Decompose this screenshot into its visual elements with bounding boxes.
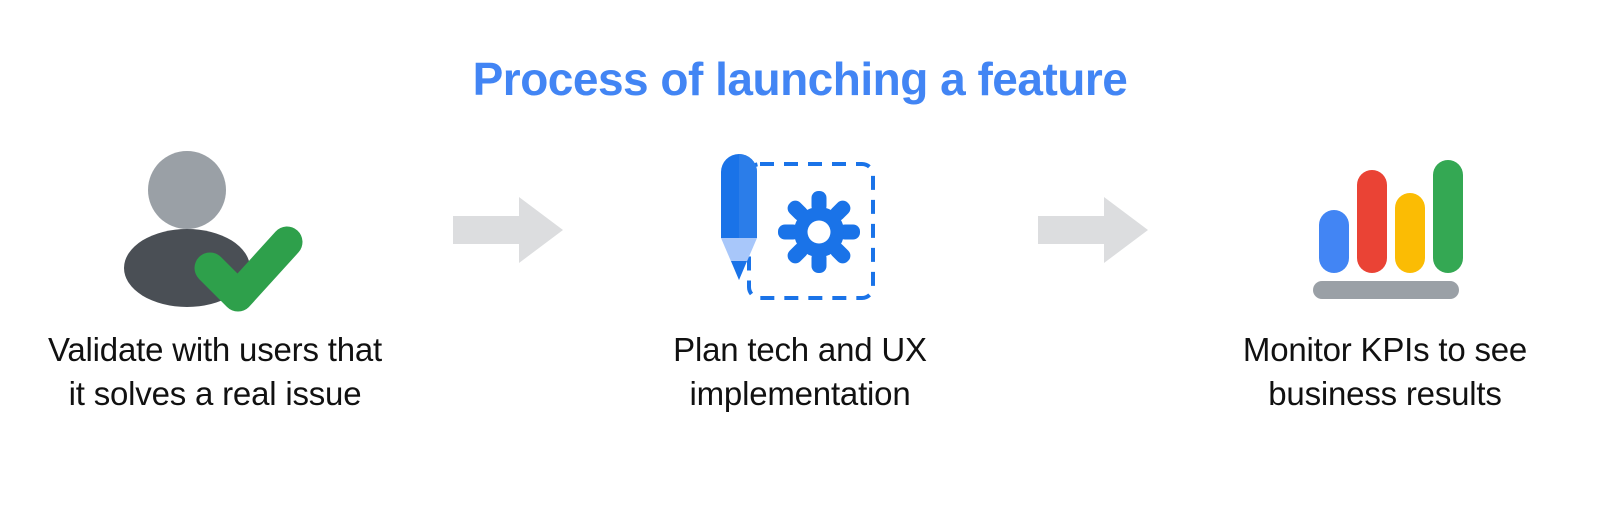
gear-center-hole-shape — [807, 220, 831, 244]
step-plan-icon-wrap — [585, 140, 1015, 320]
pencil-tip-shape — [721, 238, 757, 280]
chart-bar-2 — [1357, 170, 1387, 273]
person-head-shape — [148, 151, 226, 229]
bar-chart-icon — [1313, 160, 1463, 299]
step-plan: Plan tech and UX implementation — [585, 140, 1015, 415]
arrow-2-cell — [1015, 140, 1170, 320]
chart-bar-4 — [1433, 160, 1463, 273]
page-title: Process of launching a feature — [472, 53, 1128, 105]
step-monitor-caption: Monitor KPIs to see business results — [1242, 331, 1528, 412]
right-arrow-icon — [1037, 197, 1148, 263]
chart-baseline — [1313, 281, 1459, 299]
arrow-shape — [1037, 197, 1148, 263]
step-plan-caption: Plan tech and UX implementation — [673, 331, 927, 412]
checkmark-icon — [194, 226, 303, 312]
step-monitor-icon-wrap — [1170, 140, 1600, 320]
gear-icon — [778, 191, 860, 273]
right-arrow-icon — [452, 197, 563, 263]
step-monitor: Monitor KPIs to see business results — [1170, 140, 1600, 415]
pencil-body-highlight-shape — [739, 154, 757, 238]
dashed-frame-shape — [747, 162, 875, 300]
chart-bar-1 — [1319, 210, 1349, 273]
pencil-and-gear-in-dashed-frame-icon — [721, 154, 875, 300]
arrow-shape — [452, 197, 563, 263]
person-with-checkmark-icon — [124, 151, 303, 312]
chart-bar-3 — [1395, 193, 1425, 273]
step-validate-caption: Validate with users that it solves a rea… — [48, 331, 382, 412]
step-validate: Validate with users that it solves a rea… — [0, 140, 430, 415]
step-validate-icon-wrap — [0, 140, 430, 320]
process-steps-row: Validate with users that it solves a rea… — [0, 140, 1600, 460]
pencil-point-shape — [731, 261, 747, 280]
arrow-1-cell — [430, 140, 585, 320]
